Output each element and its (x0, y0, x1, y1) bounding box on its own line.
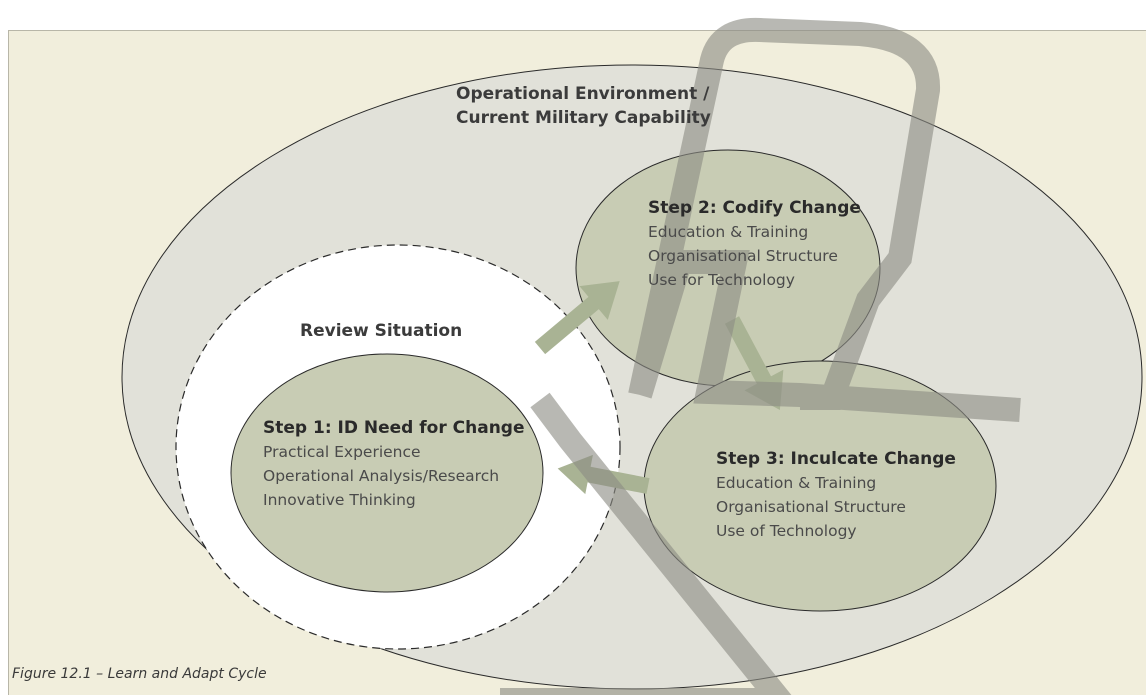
step2-item: Use for Technology (648, 271, 795, 289)
step1-item: Innovative Thinking (263, 491, 416, 509)
step2-title: Step 2: Codify Change (648, 198, 861, 218)
environment-title-line1: Operational Environment / (456, 84, 710, 104)
watermark-shape (500, 17, 1021, 695)
step1-text: Step 1: ID Need for Change Practical Exp… (263, 416, 525, 512)
step1-item: Operational Analysis/Research (263, 467, 500, 485)
step3-title: Step 3: Inculcate Change (716, 449, 956, 469)
step3-item: Use of Technology (716, 522, 857, 540)
step2-item: Education & Training (648, 223, 809, 241)
step3-item: Organisational Structure (716, 498, 906, 516)
step1-ellipse (230, 353, 544, 593)
environment-title-line2: Current Military Capability (456, 108, 711, 128)
step3-item: Education & Training (716, 474, 877, 492)
step1-title: Step 1: ID Need for Change (263, 418, 525, 438)
step1-item: Practical Experience (263, 443, 421, 461)
arrow-review-to-step2 (534, 281, 620, 355)
step2-text: Step 2: Codify Change Education & Traini… (648, 196, 861, 292)
review-situation-label: Review Situation (300, 321, 463, 341)
step2-item: Organisational Structure (648, 247, 838, 265)
figure-caption: Figure 12.1 – Learn and Adapt Cycle (12, 666, 267, 682)
step3-text: Step 3: Inculcate Change Education & Tra… (716, 447, 956, 543)
